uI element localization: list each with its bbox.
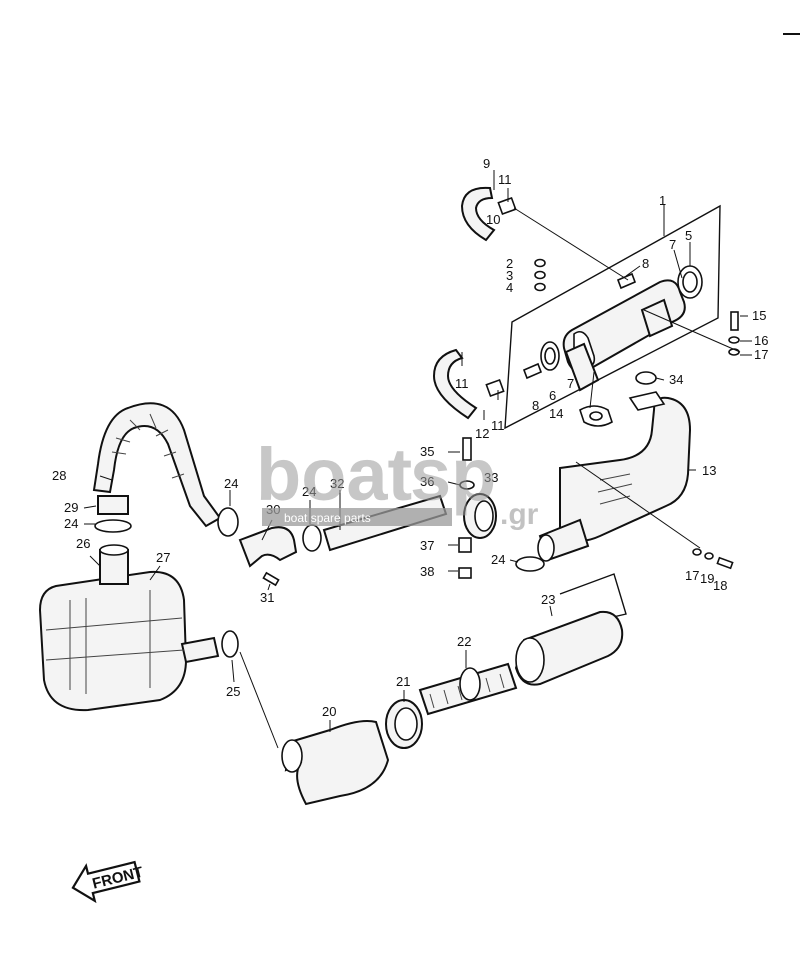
callout-16: 16 — [754, 333, 768, 348]
callout-20: 20 — [322, 704, 336, 719]
callout-22: 22 — [457, 634, 471, 649]
callout-24d: 24 — [491, 552, 505, 567]
arrow-left-icon — [71, 860, 141, 904]
callout-18: 18 — [713, 578, 727, 593]
exhaust-pipe-part — [537, 391, 692, 562]
water-hose-lower — [432, 348, 478, 420]
hose-clamp-lower — [485, 378, 505, 398]
hose-clamp-upper — [497, 196, 517, 216]
water-hose-upper — [460, 186, 496, 242]
front-direction-marker: FRONT — [71, 860, 145, 904]
callout-11a: 11 — [498, 172, 512, 187]
hose-ribs — [111, 413, 185, 479]
callout-31: 31 — [260, 590, 274, 605]
callout-36: 36 — [420, 474, 434, 489]
bent-pipe-part — [284, 720, 390, 806]
callout-15: 15 — [752, 308, 766, 323]
assembly-frame-1 — [504, 204, 721, 430]
hardware-stack-2-3-4 — [534, 258, 546, 292]
callout-29: 29 — [64, 500, 78, 515]
callout-4: 4 — [506, 280, 513, 295]
callout-24a: 24 — [224, 476, 238, 491]
bolt-set-15-17 — [728, 311, 740, 356]
callout-13: 13 — [702, 463, 716, 478]
callout-25: 25 — [226, 684, 240, 699]
callout-24b: 24 — [302, 484, 316, 499]
muffler-part — [38, 544, 220, 712]
leader-lines — [83, 170, 752, 749]
callout-28: 28 — [52, 468, 66, 483]
hose-clamp-part-21-inner — [394, 707, 418, 741]
hardware-17-18-19 — [692, 548, 734, 570]
callout-21: 21 — [396, 674, 410, 689]
callout-labels: 1 2 3 4 5 6 7 7 8 8 9 10 11 11 11 12 13 … — [52, 156, 768, 719]
callout-6: 6 — [549, 388, 556, 403]
callout-17b: 17 — [685, 568, 699, 583]
callout-38: 38 — [420, 564, 434, 579]
callout-3: 3 — [506, 268, 513, 283]
hose-sleeve-part — [97, 495, 129, 515]
elbow-fitting-part — [238, 526, 298, 568]
callout-34: 34 — [669, 372, 683, 387]
callout-8a: 8 — [642, 256, 649, 271]
boatsp-watermark: boat sp .gr boat spare parts — [256, 433, 539, 531]
callout-33: 33 — [484, 470, 498, 485]
watermark-brand-main: boat — [256, 433, 412, 516]
drain-plug-part — [262, 571, 280, 587]
hardware-stack-35-38 — [458, 437, 475, 579]
hose-clamp-part-24d — [515, 556, 545, 572]
large-exhaust-hose — [92, 402, 222, 528]
callout-7a: 7 — [669, 237, 676, 252]
callout-10: 10 — [486, 212, 500, 227]
seal-ring-part — [635, 371, 657, 385]
exhaust-manifold-part — [522, 265, 703, 392]
callout-14: 14 — [549, 406, 563, 421]
coupling-inner — [474, 500, 494, 532]
callout-35: 35 — [420, 444, 434, 459]
hose-clamp-part-24b — [217, 507, 239, 537]
callout-23: 23 — [541, 592, 555, 607]
callout-24c: 24 — [64, 516, 78, 531]
hose-clamp-part-25 — [221, 630, 239, 658]
callout-7b: 7 — [567, 376, 574, 391]
watermark-domain-suffix: .gr — [500, 498, 539, 531]
callout-32: 32 — [330, 476, 344, 491]
callout-8b: 8 — [532, 398, 539, 413]
callout-12: 12 — [475, 426, 489, 441]
bent-pipe-end — [281, 739, 303, 773]
callout-17a: 17 — [754, 347, 768, 362]
callout-9: 9 — [483, 156, 490, 171]
callout-26: 26 — [76, 536, 90, 551]
tail-pipe-opening — [515, 637, 545, 683]
gasket-hole — [589, 411, 603, 421]
callout-11c: 11 — [491, 418, 505, 433]
hose-clamp-part-24c — [302, 524, 322, 552]
screen-pipe-ring — [459, 667, 481, 701]
hose-clamp-part-24a — [94, 519, 132, 533]
callout-11b: 11 — [455, 376, 469, 391]
callout-2: 2 — [506, 256, 513, 271]
callout-27: 27 — [156, 550, 170, 565]
callout-1: 1 — [659, 193, 666, 208]
callout-19: 19 — [700, 571, 714, 586]
watermark-brand-accent: sp — [410, 433, 496, 516]
callout-37: 37 — [420, 538, 434, 553]
watermark-tagline: boat spare parts — [284, 511, 371, 525]
watermark-tagline-band — [262, 508, 452, 526]
callout-5: 5 — [685, 228, 692, 243]
